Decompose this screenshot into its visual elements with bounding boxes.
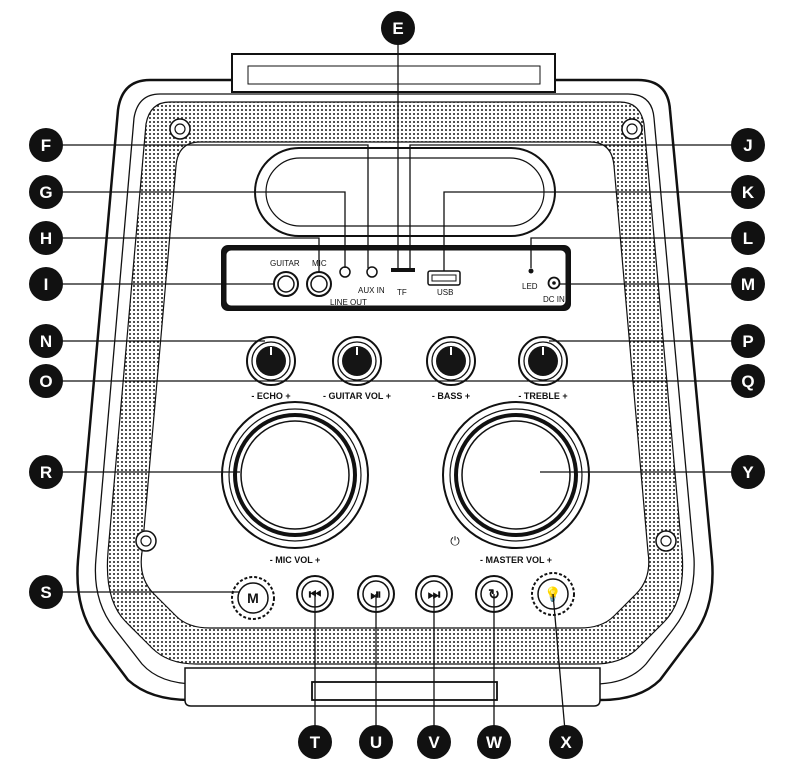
led-indicator — [528, 268, 534, 274]
leader-line-g — [46, 191, 346, 268]
callout-j: J — [731, 128, 765, 162]
leader-lines — [46, 28, 748, 743]
treble-knob[interactable] — [518, 336, 568, 386]
callout-g: G — [29, 175, 63, 209]
bass-knob[interactable] — [426, 336, 476, 386]
small-knob-row: - ECHO + - GUITAR VOL + - BASS + - TREBLE + — [246, 336, 568, 401]
tf-label: TF — [397, 288, 407, 297]
aux-in-jack[interactable] — [366, 266, 378, 278]
callout-letter: M — [741, 275, 755, 294]
leader-line-l — [530, 237, 748, 268]
guitar-vol-label: - GUITAR VOL + — [323, 391, 391, 401]
callout-letter: P — [742, 332, 753, 351]
dc-in-label: DC IN — [543, 295, 565, 304]
power-icon: ⏻ — [450, 534, 460, 548]
master-vol-knob[interactable] — [442, 401, 590, 549]
top-handle — [231, 53, 556, 93]
callout-letter: L — [743, 229, 753, 248]
tf-card-slot[interactable] — [391, 268, 415, 272]
aux-in-label: AUX IN — [358, 286, 385, 295]
line-out-jack[interactable] — [339, 266, 351, 278]
callout-f: F — [29, 128, 63, 162]
echo-label: - ECHO + — [251, 391, 290, 401]
usb-label: USB — [437, 288, 453, 297]
callout-l: L — [731, 221, 765, 255]
callout-letter: Y — [742, 463, 754, 482]
callout-u: U — [359, 725, 393, 759]
leader-line-j — [409, 144, 748, 268]
callout-letter: E — [392, 19, 403, 38]
callout-h: H — [29, 221, 63, 255]
callout-letter: U — [370, 733, 382, 752]
callout-o: O — [29, 364, 63, 398]
callout-x: X — [549, 725, 583, 759]
screw-bottom-right — [655, 530, 677, 552]
big-knob-row: - MIC VOL + - MASTER VOL + — [221, 401, 590, 565]
callout-n: N — [29, 324, 63, 358]
usb-port[interactable] — [427, 270, 461, 286]
callout-letter: V — [428, 733, 440, 752]
callout-markers: E F G H I J K L M N O P Q R S T U V W X Y — [29, 11, 765, 759]
callout-letter: W — [486, 733, 503, 752]
callout-letter: H — [40, 229, 52, 248]
callout-letter: I — [44, 275, 49, 294]
guitar-input-jack[interactable] — [273, 271, 299, 297]
callout-letter: X — [560, 733, 572, 752]
callout-s: S — [29, 575, 63, 609]
callout-m: M — [731, 267, 765, 301]
callout-letter: K — [742, 183, 755, 202]
mode-button[interactable]: M — [231, 576, 275, 620]
master-vol-label: - MASTER VOL + — [480, 555, 552, 565]
line-out-label: LINE OUT — [330, 298, 367, 307]
callout-letter: Q — [741, 372, 754, 391]
bottom-stand — [184, 667, 601, 707]
callout-letter: R — [40, 463, 52, 482]
callout-e: E — [381, 11, 415, 45]
leader-line-y — [552, 593, 567, 743]
callout-letter: T — [310, 733, 321, 752]
callout-letter: O — [39, 372, 52, 391]
callout-k: K — [731, 175, 765, 209]
mic-vol-label: - MIC VOL + — [270, 555, 321, 565]
led-label: LED — [522, 282, 538, 291]
callout-letter: N — [40, 332, 52, 351]
callout-y: Y — [731, 455, 765, 489]
speaker-grille — [106, 101, 684, 665]
callout-p: P — [731, 324, 765, 358]
callout-w: W — [477, 725, 511, 759]
screw-bottom-left — [135, 530, 157, 552]
guitar-vol-knob[interactable] — [332, 336, 382, 386]
treble-label: - TREBLE + — [518, 391, 567, 401]
leader-line-f — [46, 144, 369, 268]
screw-top-right — [621, 118, 643, 140]
mic-vol-knob[interactable] — [221, 401, 369, 549]
handle-recess — [254, 147, 556, 237]
callout-q: Q — [731, 364, 765, 398]
mic-input-jack[interactable] — [306, 271, 332, 297]
guitar-label: GUITAR — [270, 259, 300, 268]
dc-in-jack[interactable] — [547, 276, 561, 290]
leader-line-h — [46, 237, 320, 272]
callout-letter: G — [39, 183, 52, 202]
leader-line-k — [443, 191, 748, 271]
bass-label: - BASS + — [432, 391, 470, 401]
connector-panel — [221, 245, 571, 311]
callout-i: I — [29, 267, 63, 301]
echo-knob[interactable] — [246, 336, 296, 386]
callout-r: R — [29, 455, 63, 489]
screw-top-left — [169, 118, 191, 140]
callout-letter: J — [743, 136, 752, 155]
mode-icon: M — [247, 590, 259, 606]
callout-v: V — [417, 725, 451, 759]
callout-t: T — [298, 725, 332, 759]
callout-letter: F — [41, 136, 51, 155]
callout-letter: S — [40, 583, 51, 602]
